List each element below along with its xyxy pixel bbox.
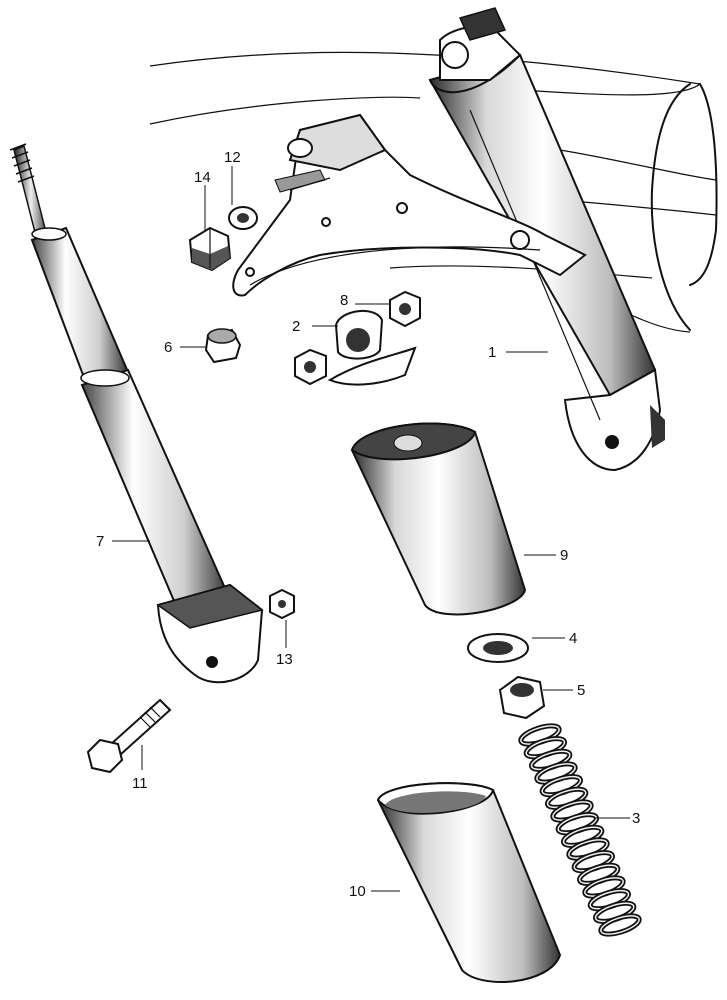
callouts: 1 2 3 4 5 6 7 8 9 10 11 12 13 14 bbox=[96, 149, 640, 900]
part-1-fork-tube bbox=[428, 7, 665, 472]
part-9-cover bbox=[350, 422, 527, 616]
part-6-bushing bbox=[204, 328, 242, 364]
callout-11: 11 bbox=[132, 775, 148, 792]
part-2-clamp bbox=[327, 309, 417, 386]
callout-6: 6 bbox=[164, 339, 172, 356]
part-1-bracket bbox=[232, 113, 587, 297]
callout-1: 1 bbox=[488, 344, 496, 361]
part-7-damper bbox=[9, 143, 264, 684]
part-3-spring bbox=[518, 723, 642, 937]
callout-8: 8 bbox=[340, 292, 348, 309]
part-14-cap-nut bbox=[188, 226, 232, 272]
part-11-bolt bbox=[86, 698, 172, 774]
callout-13: 13 bbox=[276, 651, 293, 668]
part-12-washer bbox=[228, 206, 258, 230]
callout-3: 3 bbox=[632, 810, 640, 827]
callout-9: 9 bbox=[560, 547, 568, 564]
spring-coil-highlight bbox=[600, 915, 640, 935]
leader-lines bbox=[112, 166, 630, 892]
part-10-cover bbox=[376, 782, 562, 983]
callout-10: 10 bbox=[349, 883, 366, 900]
part-4-washer bbox=[467, 633, 529, 663]
callout-4: 4 bbox=[569, 630, 577, 647]
part-8-nut bbox=[294, 290, 421, 386]
part-13-nut bbox=[269, 588, 295, 620]
fender-outline bbox=[149, 51, 718, 333]
callout-7: 7 bbox=[96, 533, 104, 550]
part-5-nut bbox=[498, 675, 546, 720]
callout-2: 2 bbox=[292, 318, 300, 335]
callout-12: 12 bbox=[224, 149, 241, 166]
callout-14: 14 bbox=[194, 169, 211, 186]
callout-5: 5 bbox=[577, 682, 585, 699]
